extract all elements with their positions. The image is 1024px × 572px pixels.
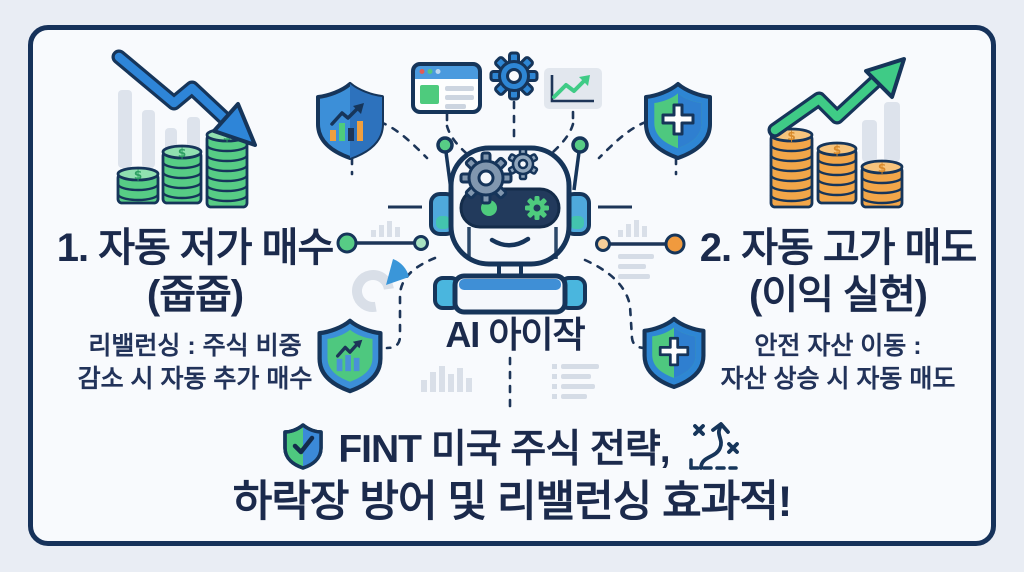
svg-text:$: $ bbox=[787, 129, 795, 143]
svg-text:$: $ bbox=[878, 161, 886, 175]
robot-eye-gear bbox=[525, 196, 549, 220]
browser-window-icon bbox=[411, 62, 482, 114]
ai-robot-cluster bbox=[316, 51, 712, 412]
strategy-arrow-icon bbox=[688, 422, 739, 470]
robot-smile bbox=[489, 236, 531, 248]
shield-growth-icon bbox=[320, 321, 381, 391]
falling-arrow-icon bbox=[111, 49, 257, 147]
antenna-ball-right bbox=[571, 136, 589, 154]
svg-text:$: $ bbox=[178, 146, 186, 160]
robot-collar bbox=[459, 279, 561, 290]
falling-chart-coins-illustration: $ $ $ bbox=[111, 49, 257, 209]
left-title-line1: 1. 자동 저가 매수 bbox=[56, 226, 335, 270]
infographic-card: $ $ $ bbox=[28, 25, 996, 546]
right-title-line1: 2. 자동 고가 매도 bbox=[699, 226, 978, 270]
footer-line1: FINT 미국 주식 전략, bbox=[33, 418, 991, 474]
green-coin-stacks: $ $ $ bbox=[116, 127, 249, 209]
right-subtitle-line2: 자산 상승 시 자동 매도 bbox=[720, 365, 956, 393]
right-subtitle: 안전 자산 이동 : 자산 상승 시 자동 매도 bbox=[688, 330, 988, 396]
shield-bar-chart-icon bbox=[316, 82, 384, 160]
line-chart-panel-icon bbox=[544, 68, 602, 109]
shield-plus-icon-mid bbox=[645, 319, 704, 387]
orange-coin-stacks: $ $ $ bbox=[769, 127, 904, 209]
shield-check-icon bbox=[283, 423, 324, 470]
antenna-ball-left bbox=[436, 136, 454, 154]
head-gear-small bbox=[507, 147, 539, 181]
robot-illustration bbox=[429, 136, 591, 315]
gear-icon bbox=[489, 51, 539, 101]
sketch-text-lines bbox=[552, 254, 654, 399]
dashed-connectors bbox=[350, 100, 678, 412]
footer-line1-text: FINT 미국 주식 전략, bbox=[338, 428, 670, 471]
head-gear-large bbox=[459, 151, 513, 205]
right-subtitle-line1: 안전 자산 이동 : bbox=[754, 332, 922, 360]
node-connector-left bbox=[336, 232, 429, 254]
gray-bars-right bbox=[862, 102, 900, 162]
svg-text:$: $ bbox=[833, 143, 841, 157]
rising-arrow-icon bbox=[767, 57, 906, 138]
rising-chart-coins-illustration: $ $ $ bbox=[767, 57, 906, 209]
left-title: 1. 자동 저가 매수 (줍줍) bbox=[45, 225, 345, 319]
node-connector-right bbox=[595, 233, 686, 255]
robot-label: AI 아이작 bbox=[445, 314, 585, 355]
sketch-mini-bars bbox=[371, 220, 647, 392]
left-subtitle-line1: 리밸런싱 : 주식 비중 bbox=[88, 332, 302, 360]
left-subtitle: 리밸런싱 : 주식 비중 감소 시 자동 추가 매수 bbox=[45, 330, 345, 396]
footer-line2: 하락장 방어 및 리밸런싱 효과적! bbox=[232, 478, 792, 526]
svg-text:$: $ bbox=[134, 168, 142, 182]
right-title-line2: (이익 실현) bbox=[749, 273, 928, 317]
left-title-line2: (줍줍) bbox=[146, 273, 244, 317]
shield-plus-icon-top bbox=[644, 82, 712, 160]
right-title: 2. 자동 고가 매도 (이익 실현) bbox=[688, 225, 988, 319]
left-subtitle-line2: 감소 시 자동 추가 매수 bbox=[77, 365, 313, 393]
